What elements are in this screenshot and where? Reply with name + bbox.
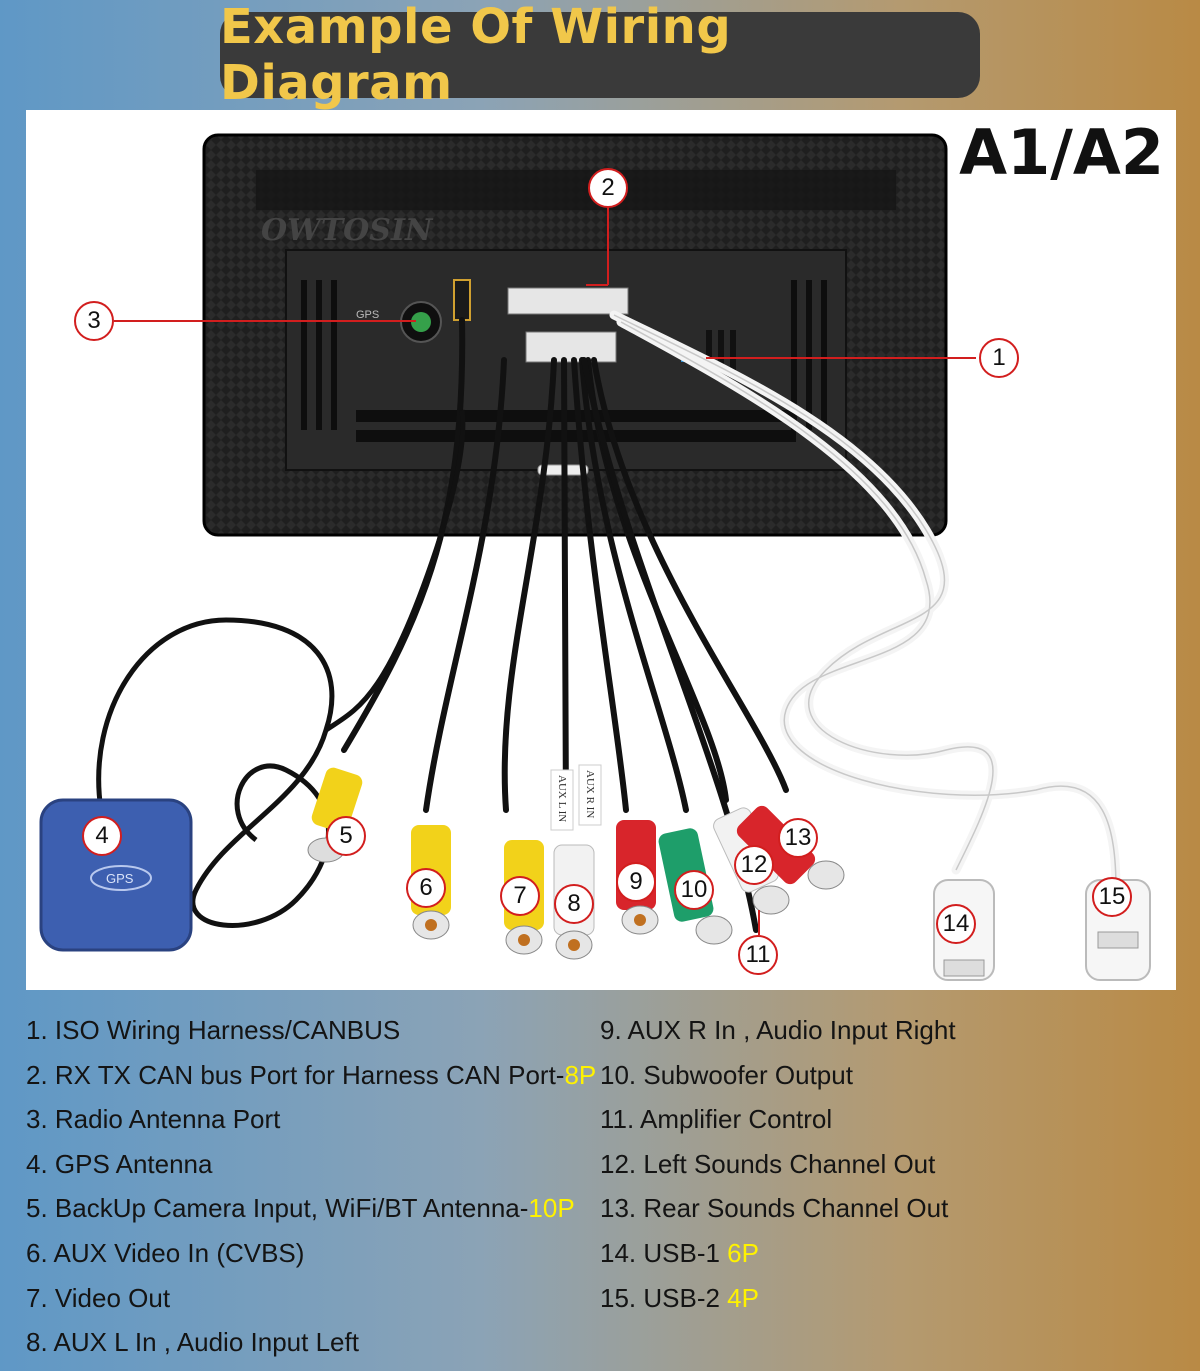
callout-13: 13 xyxy=(778,818,818,858)
callout-6: 6 xyxy=(406,868,446,908)
callout-leader-lines xyxy=(114,207,976,935)
legend-right-column: 9. AUX R In , Audio Input Right 10. Subw… xyxy=(600,1008,956,1320)
cable-tag-aux-l xyxy=(550,769,574,831)
callout-14: 14 xyxy=(936,904,976,944)
legend-item-1: 1. ISO Wiring Harness/CANBUS xyxy=(26,1015,401,1045)
wiring-illustration: OWTOSIN GPS xyxy=(39,133,1151,981)
svg-text:GPS: GPS xyxy=(106,871,134,886)
brand-logo: OWTOSIN xyxy=(261,213,434,248)
callout-1: 1 xyxy=(979,338,1019,378)
legend-item-5: 5. BackUp Camera Input, WiFi/BT Antenna-… xyxy=(26,1193,575,1224)
svg-text:AUX R IN: AUX R IN xyxy=(584,770,596,818)
can-connector xyxy=(507,287,629,315)
model-label: A1/A2 xyxy=(959,116,1164,189)
callout-10: 10 xyxy=(674,870,714,910)
callout-9: 9 xyxy=(616,862,656,902)
legend-item-15: 15. USB-2 4P xyxy=(600,1282,759,1313)
title-banner: Example Of Wiring Diagram xyxy=(220,0,980,111)
callout-3: 3 xyxy=(74,301,114,341)
callout-11: 11 xyxy=(738,935,778,975)
legend-item-13: 13. Rear Sounds Channel Out xyxy=(600,1193,949,1224)
legend-item-10: 10. Subwoofer Output xyxy=(600,1059,853,1090)
wiring-photo-panel: OWTOSIN GPS xyxy=(26,110,1176,990)
callout-5: 5 xyxy=(326,816,366,856)
svg-text:AUX L IN: AUX L IN xyxy=(556,775,568,822)
gps-antenna-module xyxy=(39,798,193,952)
callout-7: 7 xyxy=(500,876,540,916)
legend-item-9: 9. AUX R In , Audio Input Right xyxy=(600,1015,956,1045)
legend-left-column: 1. ISO Wiring Harness/CANBUS 2. RX TX CA… xyxy=(26,1008,596,1365)
legend-item-14: 14. USB-1 6P xyxy=(600,1237,759,1268)
gps-cable-coil xyxy=(96,409,466,928)
radio-antenna-port xyxy=(453,279,471,321)
vent-slots xyxy=(301,280,827,442)
legend-item-7: 7. Video Out xyxy=(26,1282,171,1313)
cable-tag-aux-r xyxy=(578,764,602,826)
legend-item-12: 12. Left Sounds Channel Out xyxy=(600,1148,936,1179)
callout-4: 4 xyxy=(82,816,122,856)
legend-item-8: 8. AUX L In , Audio Input Left xyxy=(26,1327,359,1358)
svg-text:GPS: GPS xyxy=(356,309,379,321)
legend-item-6: 6. AUX Video In (CVBS) xyxy=(26,1237,305,1268)
legend-item-3: 3. Radio Antenna Port xyxy=(26,1104,281,1135)
legend-item-2: 2. RX TX CAN bus Port for Harness CAN Po… xyxy=(26,1059,597,1090)
callout-8: 8 xyxy=(554,884,594,924)
callout-15: 15 xyxy=(1092,877,1132,917)
legend-item-11: 11. Amplifier Control xyxy=(600,1104,833,1135)
callout-2: 2 xyxy=(588,168,628,208)
iso-connector xyxy=(525,331,617,363)
callout-12: 12 xyxy=(734,845,774,885)
page-title: Example Of Wiring Diagram xyxy=(220,0,732,111)
legend-item-4: 4. GPS Antenna xyxy=(26,1148,213,1179)
rca-connector-13 xyxy=(736,805,845,890)
